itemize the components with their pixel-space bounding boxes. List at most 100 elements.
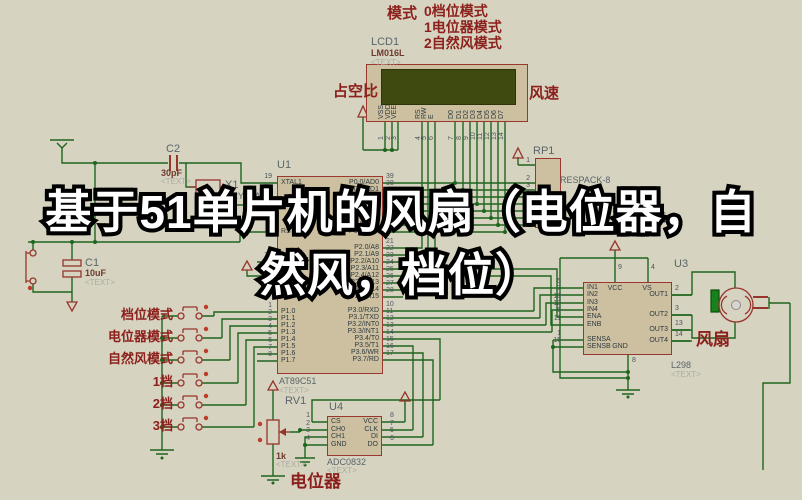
u1-pin-label: P0.3/AD3 bbox=[349, 200, 379, 207]
potentiometer-rv1[interactable] bbox=[257, 419, 290, 445]
push-button-switch[interactable] bbox=[177, 371, 209, 387]
u1-pin-number: 32 bbox=[386, 222, 394, 229]
u1-pin-label: PSEN bbox=[281, 258, 301, 265]
u1-pin-label: P1.7 bbox=[281, 357, 296, 364]
lcd-pin-label: D0 bbox=[448, 110, 455, 119]
u1-pin-number: 31 bbox=[264, 266, 272, 273]
fan-motor[interactable] bbox=[710, 287, 768, 323]
u1-pin-number: 21 bbox=[386, 238, 394, 245]
u1-pin-label: P3.2/INT0 bbox=[347, 321, 379, 328]
capacitor-c1[interactable] bbox=[62, 259, 82, 278]
l298-pin-number: 9 bbox=[618, 264, 622, 271]
u1-pin-number: 18 bbox=[264, 195, 272, 202]
u1-pin-label: P3.0/RXD bbox=[347, 307, 379, 314]
u1-pin-number: 2 bbox=[268, 309, 272, 316]
u1-body[interactable] bbox=[277, 176, 383, 374]
u1-pin-label: P1.0 bbox=[281, 308, 296, 315]
l298-pin-label: SENSA bbox=[587, 336, 611, 343]
u4-pin-number: 1 bbox=[306, 412, 310, 419]
u3-ref: U3 bbox=[674, 258, 689, 270]
lcd-pin-number: 6 bbox=[428, 136, 435, 140]
u1-pin-label: XTAL1 bbox=[281, 179, 302, 186]
c1-placeholder: <TEXT> bbox=[85, 278, 115, 287]
l298-pin-label: IN4 bbox=[587, 306, 598, 313]
rv1-placeholder: <TEXT> bbox=[276, 460, 306, 469]
u1-pin-number: 25 bbox=[386, 266, 394, 273]
push-button-label: 2档 bbox=[152, 396, 173, 411]
wire bbox=[161, 311, 257, 450]
u4-pin-label: CH1 bbox=[331, 433, 346, 440]
l298-body[interactable] bbox=[583, 282, 672, 355]
l298-pin-number: 7 bbox=[557, 285, 561, 292]
push-button-switch[interactable] bbox=[177, 304, 209, 320]
u4-pin-label: CH0 bbox=[331, 426, 346, 433]
mode-legend-item: 2自然风模式 bbox=[424, 35, 502, 51]
u1-pin-label: P0.2/AD2 bbox=[349, 193, 379, 200]
wire bbox=[61, 148, 257, 242]
u4-body[interactable] bbox=[327, 416, 382, 456]
u1-pin-label: ALE bbox=[281, 265, 295, 272]
u1-pin-number: 5 bbox=[268, 330, 272, 337]
lcd-part: LM016L bbox=[371, 48, 405, 58]
push-button-label: 档位模式 bbox=[120, 307, 173, 322]
u1-pin-label: P3.7/RD bbox=[352, 356, 379, 363]
l298-pin-number: 3 bbox=[675, 305, 679, 312]
u1-pin-label: P2.7/A15 bbox=[350, 293, 379, 300]
c2-value: 30pF bbox=[161, 168, 183, 178]
lcd-placeholder: <TEXT> bbox=[371, 58, 401, 67]
push-button-switch[interactable] bbox=[177, 348, 209, 364]
u1-pin-number: 27 bbox=[386, 280, 394, 287]
u1-pin-label: P1.3 bbox=[281, 329, 296, 336]
crystal-x1[interactable] bbox=[190, 179, 226, 196]
u1-pin-label: P3.6/WR bbox=[350, 349, 379, 356]
u1-pin-number: 13 bbox=[386, 322, 394, 329]
u1-pin-label: P2.1/A9 bbox=[354, 251, 379, 258]
rp1-pin-number: 3 bbox=[526, 182, 530, 189]
push-button-switch[interactable] bbox=[177, 326, 209, 342]
rp1-pin-number: 4 bbox=[526, 189, 530, 196]
l298-pin-number: 2 bbox=[675, 285, 679, 292]
u1-pin-label: P3.5/T1 bbox=[354, 342, 379, 349]
ground-symbol bbox=[261, 475, 285, 481]
wire bbox=[403, 122, 436, 263]
rp1-pin-number: 5 bbox=[526, 196, 530, 203]
u1-pin-number: 29 bbox=[264, 252, 272, 259]
l298-pin-number: 5 bbox=[557, 278, 561, 285]
u4-ref: U4 bbox=[329, 401, 344, 413]
push-button-switch[interactable] bbox=[177, 393, 209, 409]
rp1-part: RESPACK-8 bbox=[560, 175, 611, 185]
u1-pin-number: 16 bbox=[386, 343, 394, 350]
l298-pin-label: VS bbox=[642, 285, 652, 292]
reset-button-switch[interactable] bbox=[25, 249, 37, 291]
u1-pin-number: 1 bbox=[268, 302, 272, 309]
u1-pin-label: P1.5 bbox=[281, 343, 296, 350]
u4-pin-number: 6 bbox=[390, 435, 394, 442]
lcd-pin-number: 7 bbox=[448, 136, 455, 140]
u1-pin-number: 22 bbox=[386, 245, 394, 252]
wire bbox=[559, 250, 649, 379]
capacitor-c2[interactable] bbox=[169, 155, 178, 171]
u1-pin-label: P0.1/AD1 bbox=[349, 186, 379, 193]
u1-pin-number: 36 bbox=[386, 194, 394, 201]
push-button-switch[interactable] bbox=[177, 415, 209, 431]
rv1-value: 1k bbox=[276, 451, 287, 461]
u4-pin-label: DO bbox=[367, 441, 379, 448]
u1-pin-number: 11 bbox=[386, 308, 394, 315]
c1-ref: C1 bbox=[85, 257, 100, 269]
u1-pin-label: P3.4/T0 bbox=[354, 335, 379, 342]
mode-legend-label: 模式 bbox=[387, 5, 418, 22]
rp1-body[interactable] bbox=[535, 158, 561, 228]
ground-symbol bbox=[150, 449, 174, 455]
u1-pin-label: P2.2/A10 bbox=[350, 258, 379, 265]
power-arrow-icon bbox=[65, 104, 622, 402]
u1-pin-number: 37 bbox=[386, 187, 394, 194]
push-button-label: 1档 bbox=[152, 374, 173, 389]
wire bbox=[762, 297, 791, 470]
c1-value: 10uF bbox=[85, 268, 107, 278]
u1-pin-label: P2.4/A12 bbox=[350, 272, 379, 279]
l298-pin-number: 8 bbox=[632, 357, 636, 364]
u1-placeholder: <TEXT> bbox=[279, 386, 309, 395]
lcd-pin-label: VEE bbox=[391, 104, 398, 119]
